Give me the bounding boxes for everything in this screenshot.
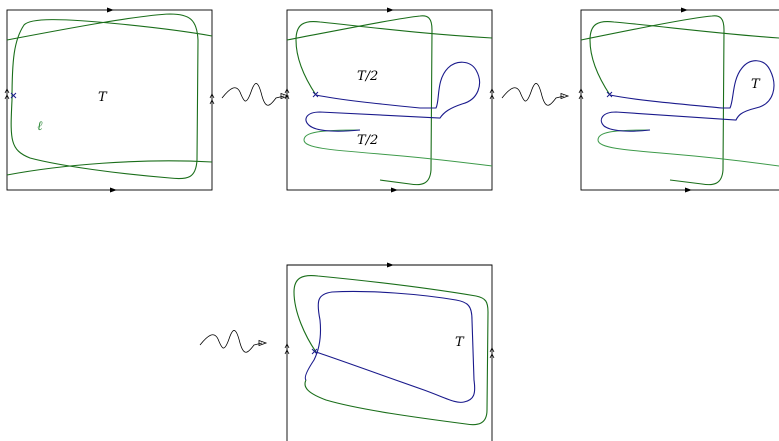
squiggle-arrow-icon	[199, 330, 268, 353]
green-curve-lower	[303, 129, 493, 167]
right-edge-double-arrow	[489, 88, 495, 100]
region-label: T	[751, 77, 761, 92]
blue-curve	[305, 61, 480, 132]
left-edge-double-arrow	[4, 88, 10, 100]
green-curve-outer	[293, 274, 489, 426]
top-edge-arrow	[387, 262, 394, 268]
region-label: T	[98, 90, 108, 105]
bottom-edge-arrow	[391, 187, 398, 193]
curve-ell	[6, 13, 213, 180]
region-label: T	[455, 335, 465, 350]
blue-curve-loop	[304, 290, 476, 403]
panel-1: T ℓ	[4, 7, 215, 193]
blue-curve	[600, 60, 775, 132]
top-edge-arrow	[107, 7, 114, 13]
squiggle-arrow-icon	[501, 83, 570, 106]
bottom-edge-arrow	[110, 187, 117, 193]
green-curve-arc	[295, 20, 493, 96]
green-curve-arc	[589, 20, 779, 96]
green-curve	[580, 15, 725, 186]
panel-4: T	[284, 262, 495, 441]
basepoint-cross-icon	[312, 91, 319, 98]
left-edge-double-arrow	[578, 88, 584, 100]
basepoint-cross-icon	[606, 91, 613, 98]
squiggle-arrow-icon	[221, 83, 290, 106]
upper-region-label: T/2	[357, 69, 378, 84]
torus-frame	[580, 9, 779, 191]
panel-2: T/2 T/2	[284, 7, 495, 193]
top-edge-arrow	[387, 7, 394, 13]
curve-ell-lower	[6, 160, 213, 176]
left-edge-double-arrow	[284, 343, 290, 355]
top-edge-arrow	[681, 7, 688, 13]
green-curve-lower	[597, 129, 779, 167]
green-curve	[286, 15, 433, 186]
right-edge-double-arrow	[489, 347, 495, 359]
curve-label: ℓ	[37, 119, 43, 134]
bottom-edge-arrow	[685, 187, 692, 193]
panel-3: T	[578, 7, 779, 193]
lower-region-label: T/2	[357, 133, 378, 148]
left-edge-double-arrow	[284, 88, 290, 100]
right-edge-double-arrow	[209, 93, 215, 105]
basepoint-cross-icon	[311, 348, 318, 355]
basepoint-cross-icon	[10, 92, 17, 99]
torus-frame	[286, 9, 493, 191]
